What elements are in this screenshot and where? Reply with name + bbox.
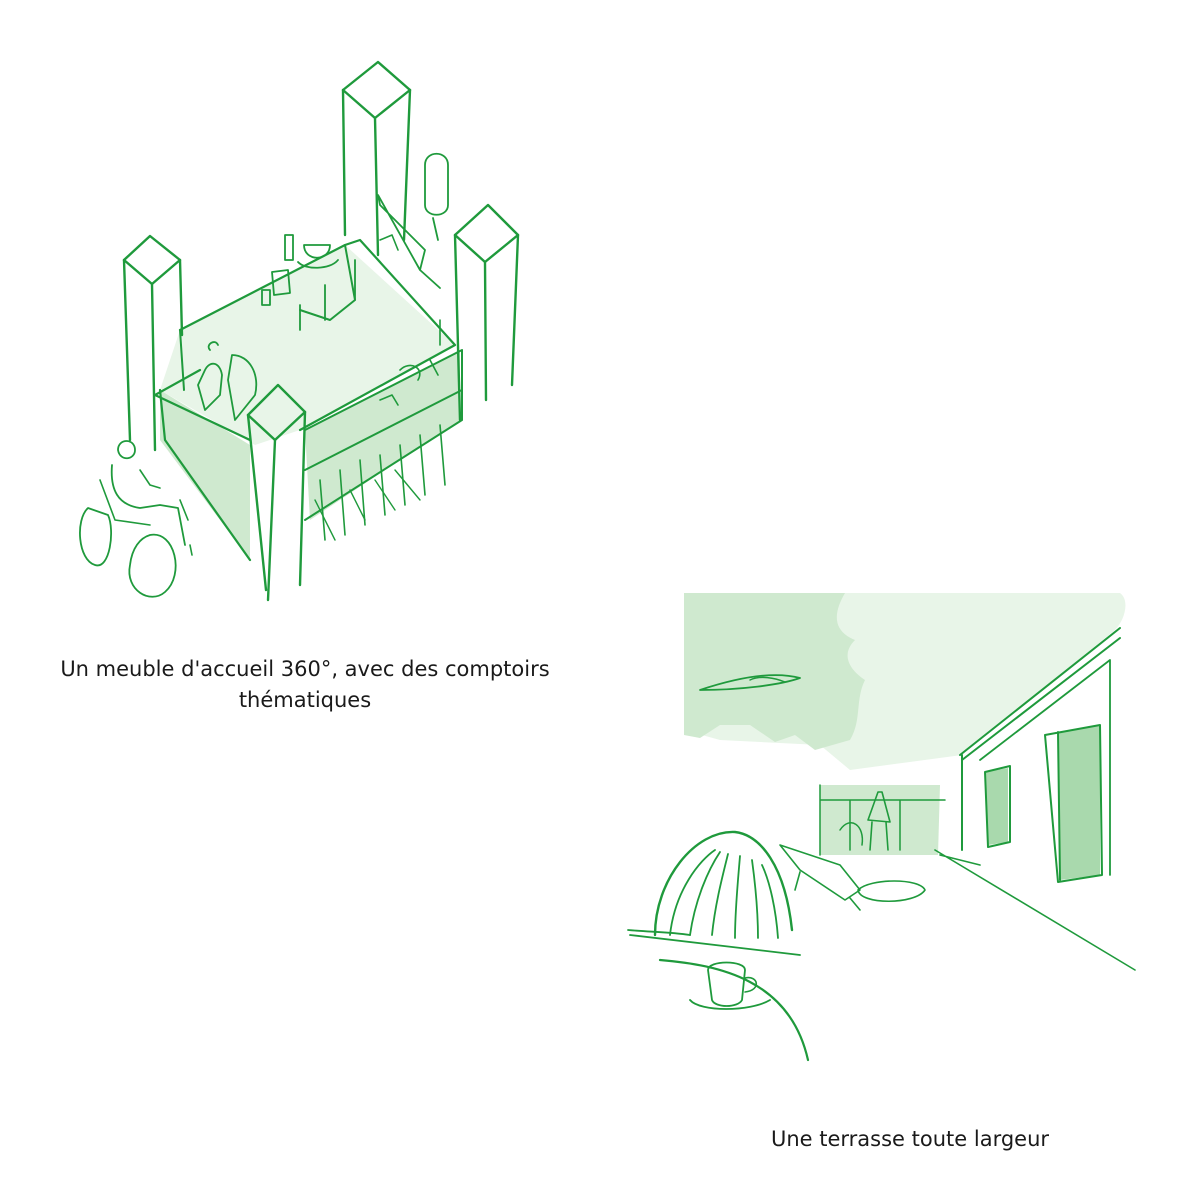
desk-front-wash bbox=[160, 390, 250, 560]
terrace-illustration bbox=[627, 593, 1136, 1062]
hedge-wash bbox=[820, 785, 940, 855]
window-large-wash bbox=[1058, 725, 1100, 880]
desk-side-wash bbox=[305, 350, 460, 520]
reception-caption: Un meuble d'accueil 360°, avec des compt… bbox=[60, 657, 550, 712]
desk-top-wash bbox=[160, 245, 455, 445]
window-small-wash bbox=[985, 768, 1008, 845]
reception-desk-illustration bbox=[79, 60, 520, 602]
tree-canopy-wash bbox=[684, 593, 865, 750]
terrace-caption: Une terrasse toute largeur bbox=[770, 1127, 1050, 1151]
